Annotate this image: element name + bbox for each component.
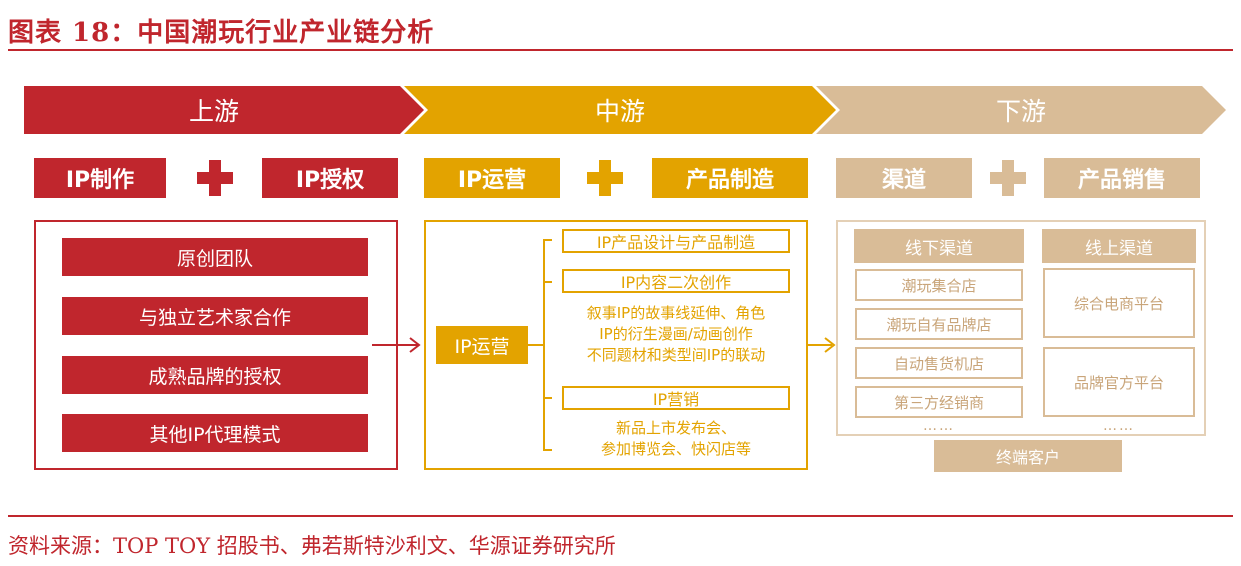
offline-channel-label: 线下渠道 [854,229,1024,263]
stage-downstream-chevron [816,86,1226,134]
arrow-up-to-mid-head [409,337,421,353]
stage-upstream-chevron [24,86,424,134]
mid-branch-label: IP产品设计与产品制造 [562,229,790,253]
online-channel-label: 线上渠道 [1042,229,1196,263]
mid-desc-line: 新品上市发布会、 [615,419,736,437]
stage-midstream-chevron [404,86,836,134]
plus-icon-downstream [990,160,1026,196]
source-note: 资料来源：TOP TOY 招股书、弗若斯特沙利文、华源证券研究所 [8,534,616,558]
online-channel-item: 品牌官方平台 [1043,347,1195,417]
mid-branch-label: IP营销 [562,386,790,410]
offline-channel-item: 第三方经销商 [855,386,1023,418]
online-channel-item: 综合电商平台 [1043,268,1195,338]
offline-channel-item: 潮玩集合店 [855,269,1023,301]
product-sales-box: 产品销售 [1044,158,1200,198]
plus-icon-upstream [197,160,233,196]
ip-licensing-box: IP授权 [262,158,398,198]
plus-icon-midstream [587,160,623,196]
end-customer-box: 终端客户 [934,440,1122,472]
stage-upstream-label: 上游 [188,97,239,126]
offline-more: …… [923,418,955,434]
ip-operation-core: IP运营 [436,326,528,364]
midstream-panel [424,220,808,470]
product-manufacturing-box: 产品制造 [652,158,808,198]
ip-operation-box: IP运营 [424,158,560,198]
arrow-mid-to-down-head [824,337,836,353]
title-rule [8,49,1233,51]
upstream-item: 其他IP代理模式 [62,414,368,452]
mid-desc-line: IP的衍生漫画/动画创作 [599,325,753,343]
downstream-panel [836,220,1206,436]
ip-production-box: IP制作 [34,158,166,198]
mid-bracket [543,239,552,451]
mid-branch-desc: 叙事IP的故事线延伸、角色 IP的衍生漫画/动画创作 不同题材和类型间IP的联动 [556,303,796,366]
footer-rule [8,515,1233,517]
channel-box: 渠道 [836,158,972,198]
offline-channel-item: 潮玩自有品牌店 [855,308,1023,340]
upstream-item: 成熟品牌的授权 [62,356,368,394]
online-more: …… [1103,418,1135,434]
mid-branch-desc: 新品上市发布会、 参加博览会、快闪店等 [556,418,796,460]
upstream-item: 原创团队 [62,238,368,276]
mid-desc-line: 叙事IP的故事线延伸、角色 [586,304,766,322]
upstream-item: 与独立艺术家合作 [62,297,368,335]
mid-desc-line: 不同题材和类型间IP的联动 [586,346,766,364]
stage-downstream-label: 下游 [995,97,1046,126]
mid-branch-label: IP内容二次创作 [562,269,790,293]
upstream-panel [34,220,398,470]
stage-midstream-label: 中游 [594,97,645,126]
mid-desc-line: 参加博览会、快闪店等 [600,440,751,458]
page-title: 图表 18：中国潮玩行业产业链分析 [8,18,435,48]
offline-channel-item: 自动售货机店 [855,347,1023,379]
